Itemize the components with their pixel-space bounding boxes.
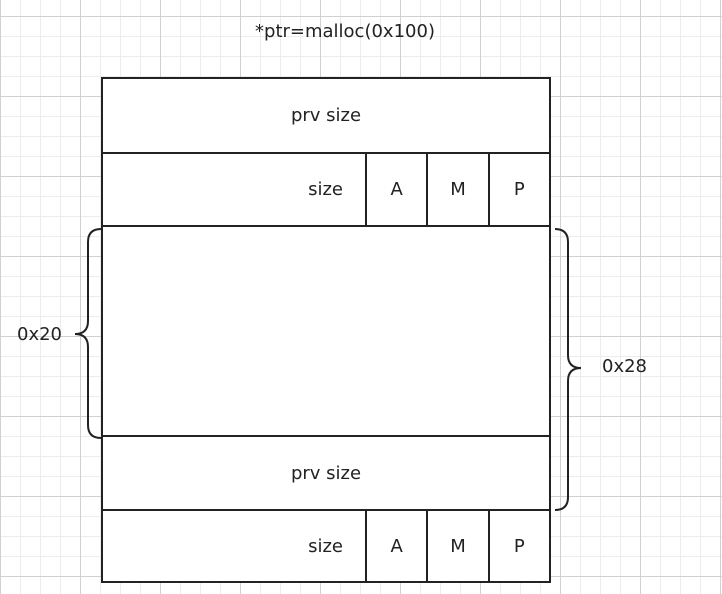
prev-size-label: prv size bbox=[290, 105, 362, 126]
next-chunk-prev-size-row: prv size bbox=[101, 435, 551, 511]
left-brace-label: 0x20 bbox=[17, 324, 63, 345]
flag-a: A bbox=[367, 154, 429, 225]
diagram-title: *ptr=malloc(0x100) bbox=[255, 21, 435, 42]
next-size-label: size bbox=[103, 511, 367, 581]
user-data-label bbox=[103, 227, 549, 435]
next-flag-p: P bbox=[513, 535, 525, 557]
next-flag-m: M bbox=[428, 511, 490, 581]
right-brace bbox=[554, 228, 582, 511]
chunk-size-row: size A M P bbox=[101, 152, 551, 227]
size-label: size bbox=[103, 154, 367, 225]
chunk-prev-size-row: prv size bbox=[101, 77, 551, 154]
next-flag-a: A bbox=[367, 511, 429, 581]
next-prev-size-label: prv size bbox=[290, 462, 362, 484]
flag-m: M bbox=[428, 154, 490, 225]
right-brace-label: 0x28 bbox=[602, 356, 648, 377]
next-chunk-size-row: size A M P bbox=[101, 509, 551, 583]
flag-p: P bbox=[513, 179, 525, 200]
user-data-region bbox=[101, 225, 551, 437]
left-brace bbox=[74, 228, 102, 439]
